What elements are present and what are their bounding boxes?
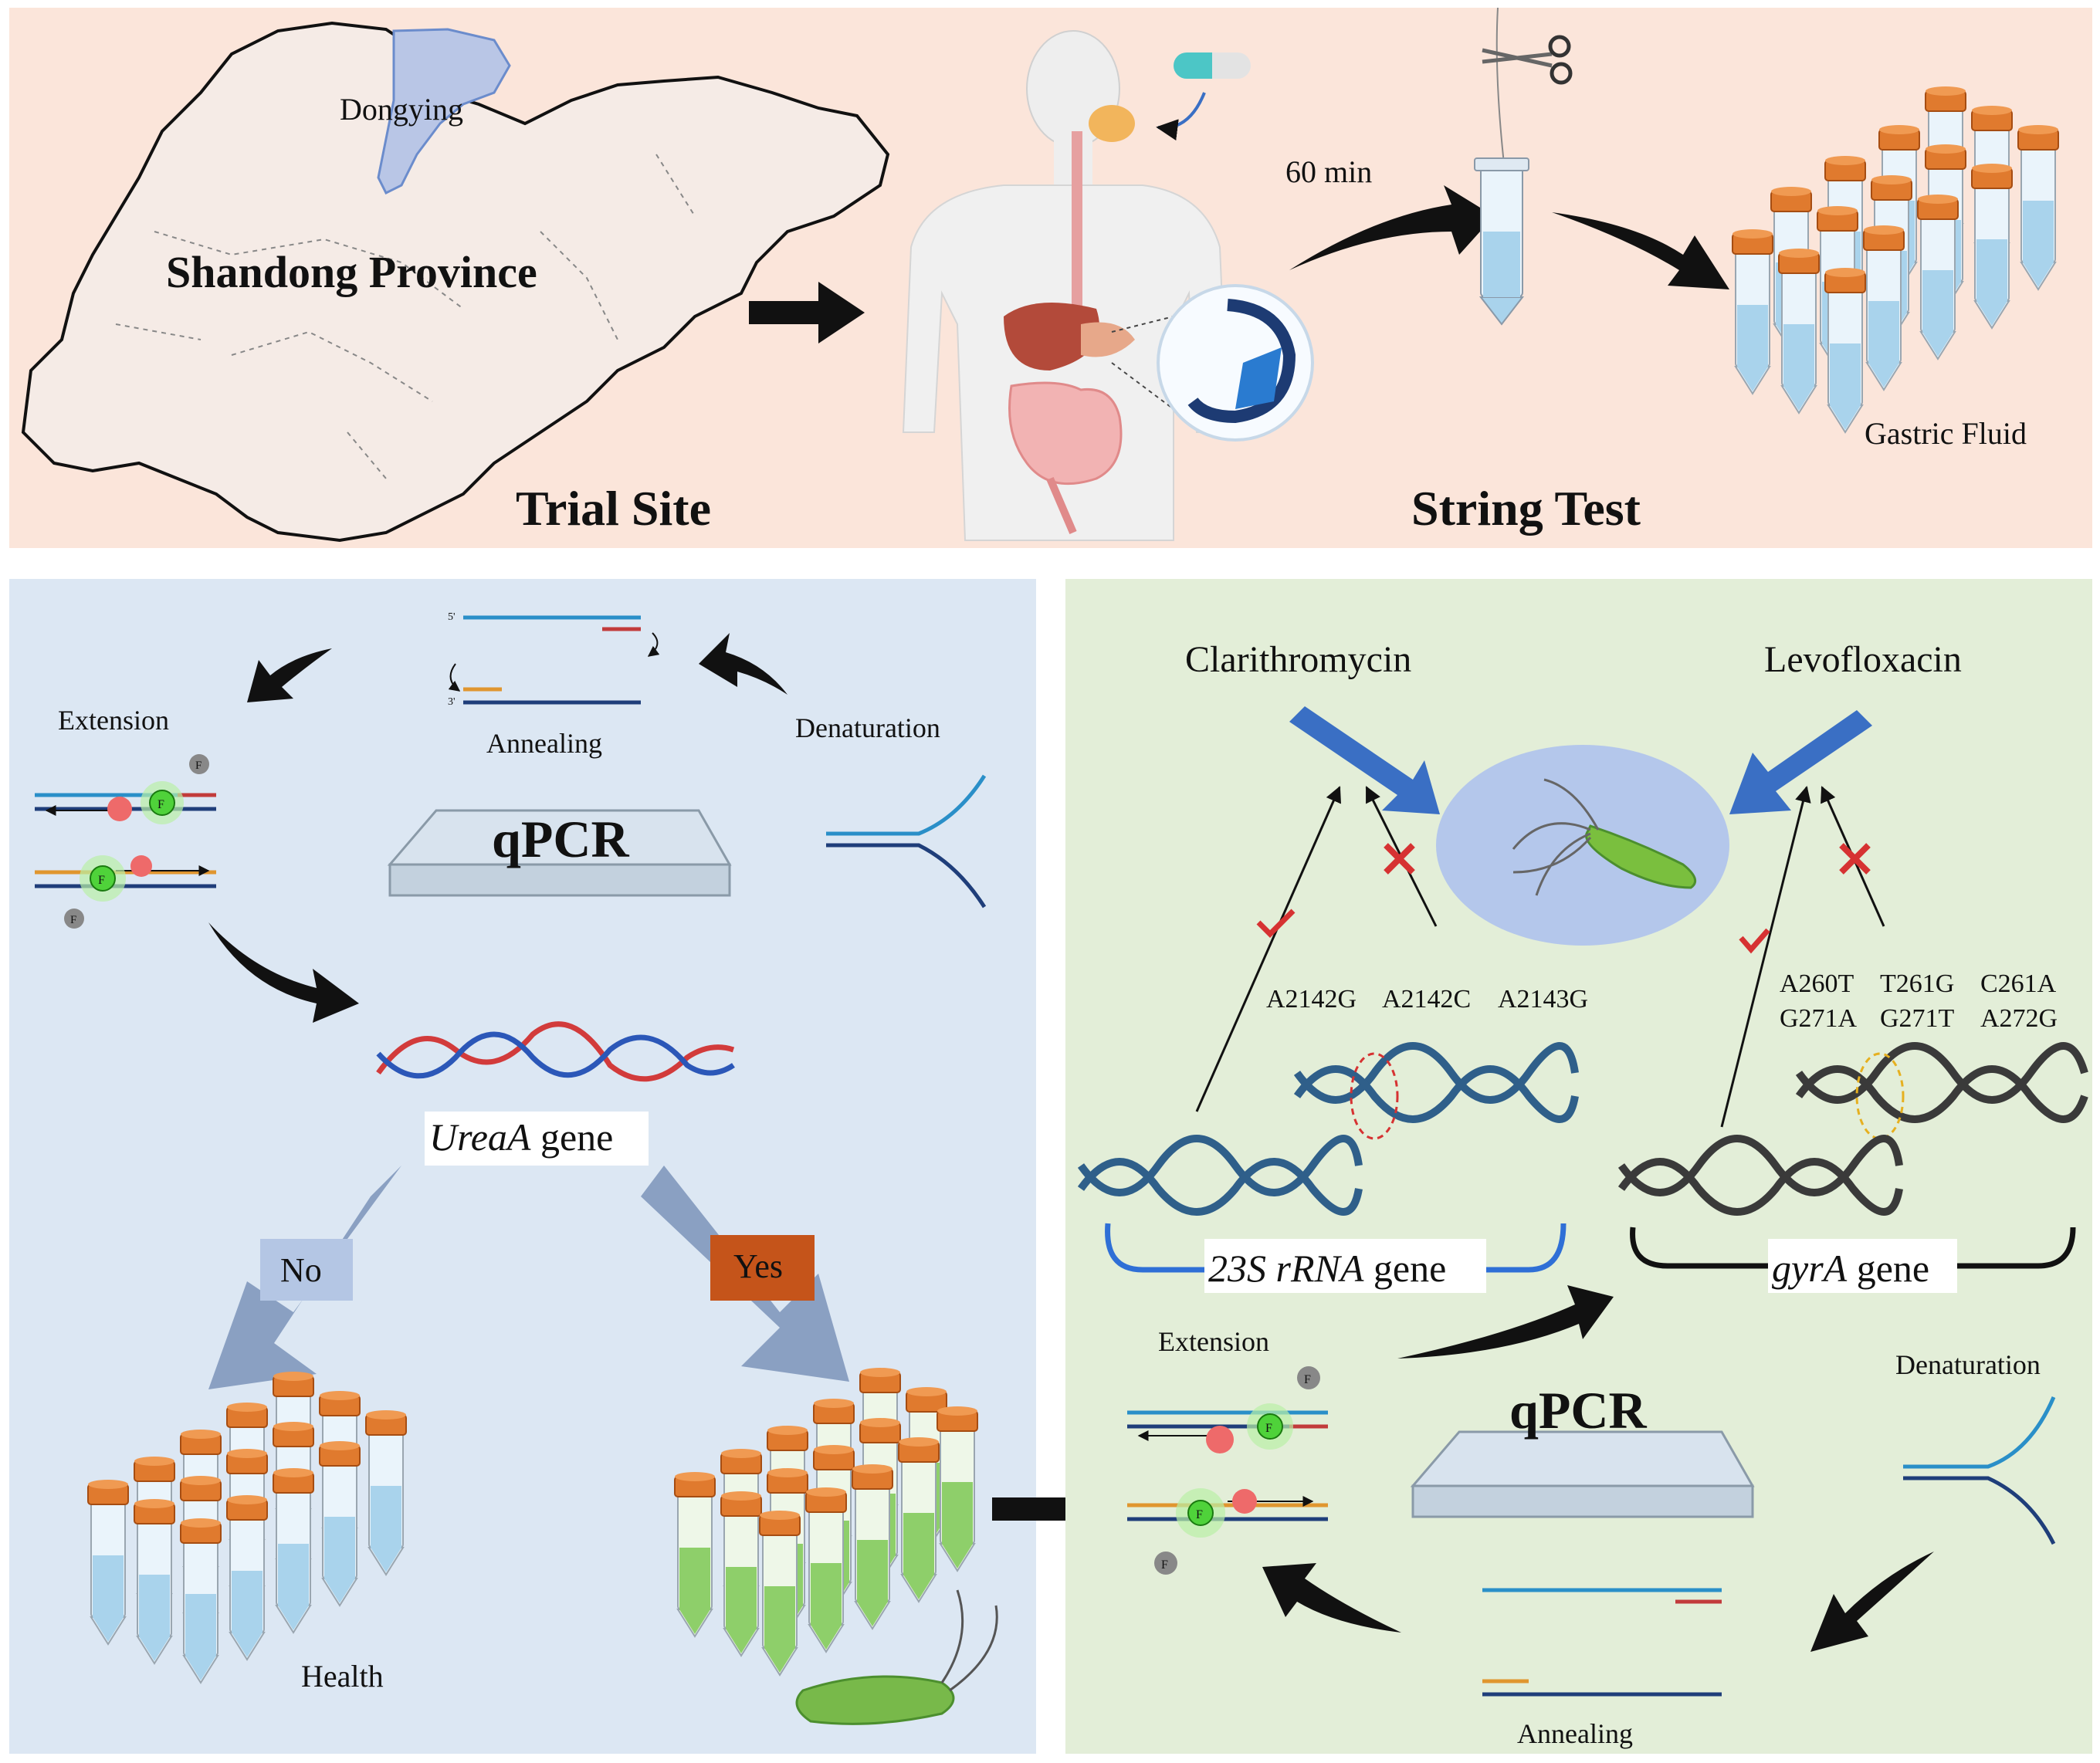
left-arrow-denat-to-anneal: [699, 633, 788, 695]
right-qpcr-plate: [1411, 1430, 1754, 1518]
urea-gene-label: UreaA gene: [429, 1115, 613, 1159]
human-body-illustration: [902, 30, 1229, 541]
left-denaturation-strands: [826, 774, 987, 909]
right-arrow-ext-to-genes: [1397, 1285, 1614, 1359]
left-extension-label: Extension: [58, 705, 169, 736]
left-fluor-label-1: F: [158, 798, 164, 811]
gene-23s-suffix: gene: [1363, 1247, 1446, 1290]
gastric-fluid-label: Gastric Fluid: [1865, 416, 2027, 451]
left-fluor-label-4: F: [70, 914, 76, 926]
no-box: [260, 1239, 353, 1301]
mutation-gyra-2: T261G: [1880, 969, 1954, 998]
bacterium-bottom-illustration: [795, 1589, 998, 1725]
mutations-gyra: A260T T261G C261A G271A G271T A272G: [1780, 969, 2058, 1033]
province-label: Shandong Province: [166, 247, 537, 297]
right-denaturation-label: Denaturation: [1895, 1349, 2041, 1380]
right-fluor-label-4: F: [1161, 1558, 1168, 1572]
gene-23s-label: 23S rRNA gene: [1208, 1247, 1446, 1290]
gene-gyra-suffix: gene: [1847, 1247, 1929, 1290]
no-arrow: [208, 1166, 401, 1389]
gene-gyra-label: gyrA gene: [1772, 1247, 1929, 1290]
mutation-23s-2: A2142C: [1382, 985, 1471, 1013]
urea-dna-helix: [376, 1021, 735, 1082]
arrow-string-to-fluid: [1552, 212, 1729, 289]
duration-label: 60 min: [1285, 154, 1372, 189]
mutation-gyra-6: A272G: [1980, 1004, 2058, 1033]
right-extension-illustration: F F F F: [1127, 1366, 1328, 1575]
gene-gyra-label-bg: [1768, 1239, 1957, 1293]
mutation-23s-1: A2142G: [1266, 985, 1357, 1013]
mutation-gyra-3: C261A: [1980, 969, 2057, 998]
gene-23s-label-bg: [1204, 1239, 1486, 1293]
drug-clarithromycin-label: Clarithromycin: [1185, 639, 1411, 680]
string-test-tube: [1474, 7, 1529, 326]
no-label: No: [280, 1251, 322, 1289]
left-qpcr-label: qPCR: [492, 810, 629, 868]
capsule-icon: [1156, 52, 1251, 141]
right-arrow-anneal-to-ext: [1262, 1563, 1401, 1633]
left-denaturation-label: Denaturation: [795, 712, 940, 743]
shandong-map: [21, 21, 890, 543]
left-extension-illustration: F F F F: [35, 754, 216, 929]
arrow-body-to-string: [1289, 185, 1494, 270]
dna-23s-helices: [1077, 1042, 1579, 1216]
urea-gene-label-bg: [425, 1112, 649, 1166]
left-annealing-illustration: 5' 3': [448, 611, 660, 708]
health-label: Health: [301, 1659, 384, 1694]
mutation-23s-3: A2143G: [1498, 985, 1588, 1013]
gene-23s-italic: 23S rRNA: [1208, 1247, 1364, 1290]
right-arrow-denat-to-anneal: [1810, 1552, 1934, 1652]
right-extension-label: Extension: [1158, 1326, 1269, 1357]
right-fluor-label-1: F: [1265, 1422, 1272, 1435]
trial-site-label: Trial Site: [516, 481, 711, 536]
urea-gene-suffix: gene: [530, 1115, 613, 1159]
left-strand-5-label: 5': [448, 611, 456, 623]
yes-label: Yes: [733, 1247, 783, 1285]
left-strand-3-label: 3': [448, 696, 456, 708]
left-arrow-anneal-to-ext: [247, 648, 332, 702]
right-qpcr-label: qPCR: [1509, 1381, 1647, 1440]
cross-mark-icons: [1384, 843, 1871, 875]
left-annealing-label: Annealing: [486, 728, 602, 759]
mutation-gyra-5: G271T: [1880, 1004, 1955, 1033]
urea-gene-italic: UreaA: [429, 1115, 531, 1159]
drug-levofloxacin-label: Levofloxacin: [1764, 639, 1962, 680]
mutation-gyra-4: G271A: [1780, 1004, 1858, 1033]
left-arrow-ext-to-gene: [208, 922, 359, 1023]
right-annealing-label: Annealing: [1517, 1718, 1633, 1749]
mutations-23s: A2142G A2142C A2143G: [1266, 985, 1588, 1013]
dongying-label: Dongying: [340, 92, 463, 127]
check-mark-icons: [1256, 909, 1770, 954]
dna-gyra-helices: [1617, 1042, 2088, 1216]
arrow-map-to-body: [749, 282, 865, 343]
h-pylori-bacterium: [1512, 778, 1697, 896]
left-fluor-label-3: F: [98, 874, 105, 887]
right-fluor-label-3: F: [1196, 1508, 1203, 1521]
right-denaturation-strands: [1903, 1396, 2056, 1545]
yes-box: [710, 1235, 815, 1301]
clarithromycin-arrow: [1289, 706, 1440, 814]
gene-gyra-italic: gyrA: [1772, 1247, 1848, 1290]
mutation-gyra-1: A260T: [1780, 969, 1854, 998]
left-fluor-label-2: F: [195, 760, 202, 772]
levofloxacin-arrow: [1729, 710, 1872, 814]
stomach-zoom-illustration: [1111, 284, 1314, 442]
string-test-label: String Test: [1411, 481, 1641, 536]
scissors-icon: [1482, 35, 1573, 85]
right-annealing-illustration: [1482, 1588, 1722, 1697]
right-fluor-label-2: F: [1304, 1373, 1311, 1386]
